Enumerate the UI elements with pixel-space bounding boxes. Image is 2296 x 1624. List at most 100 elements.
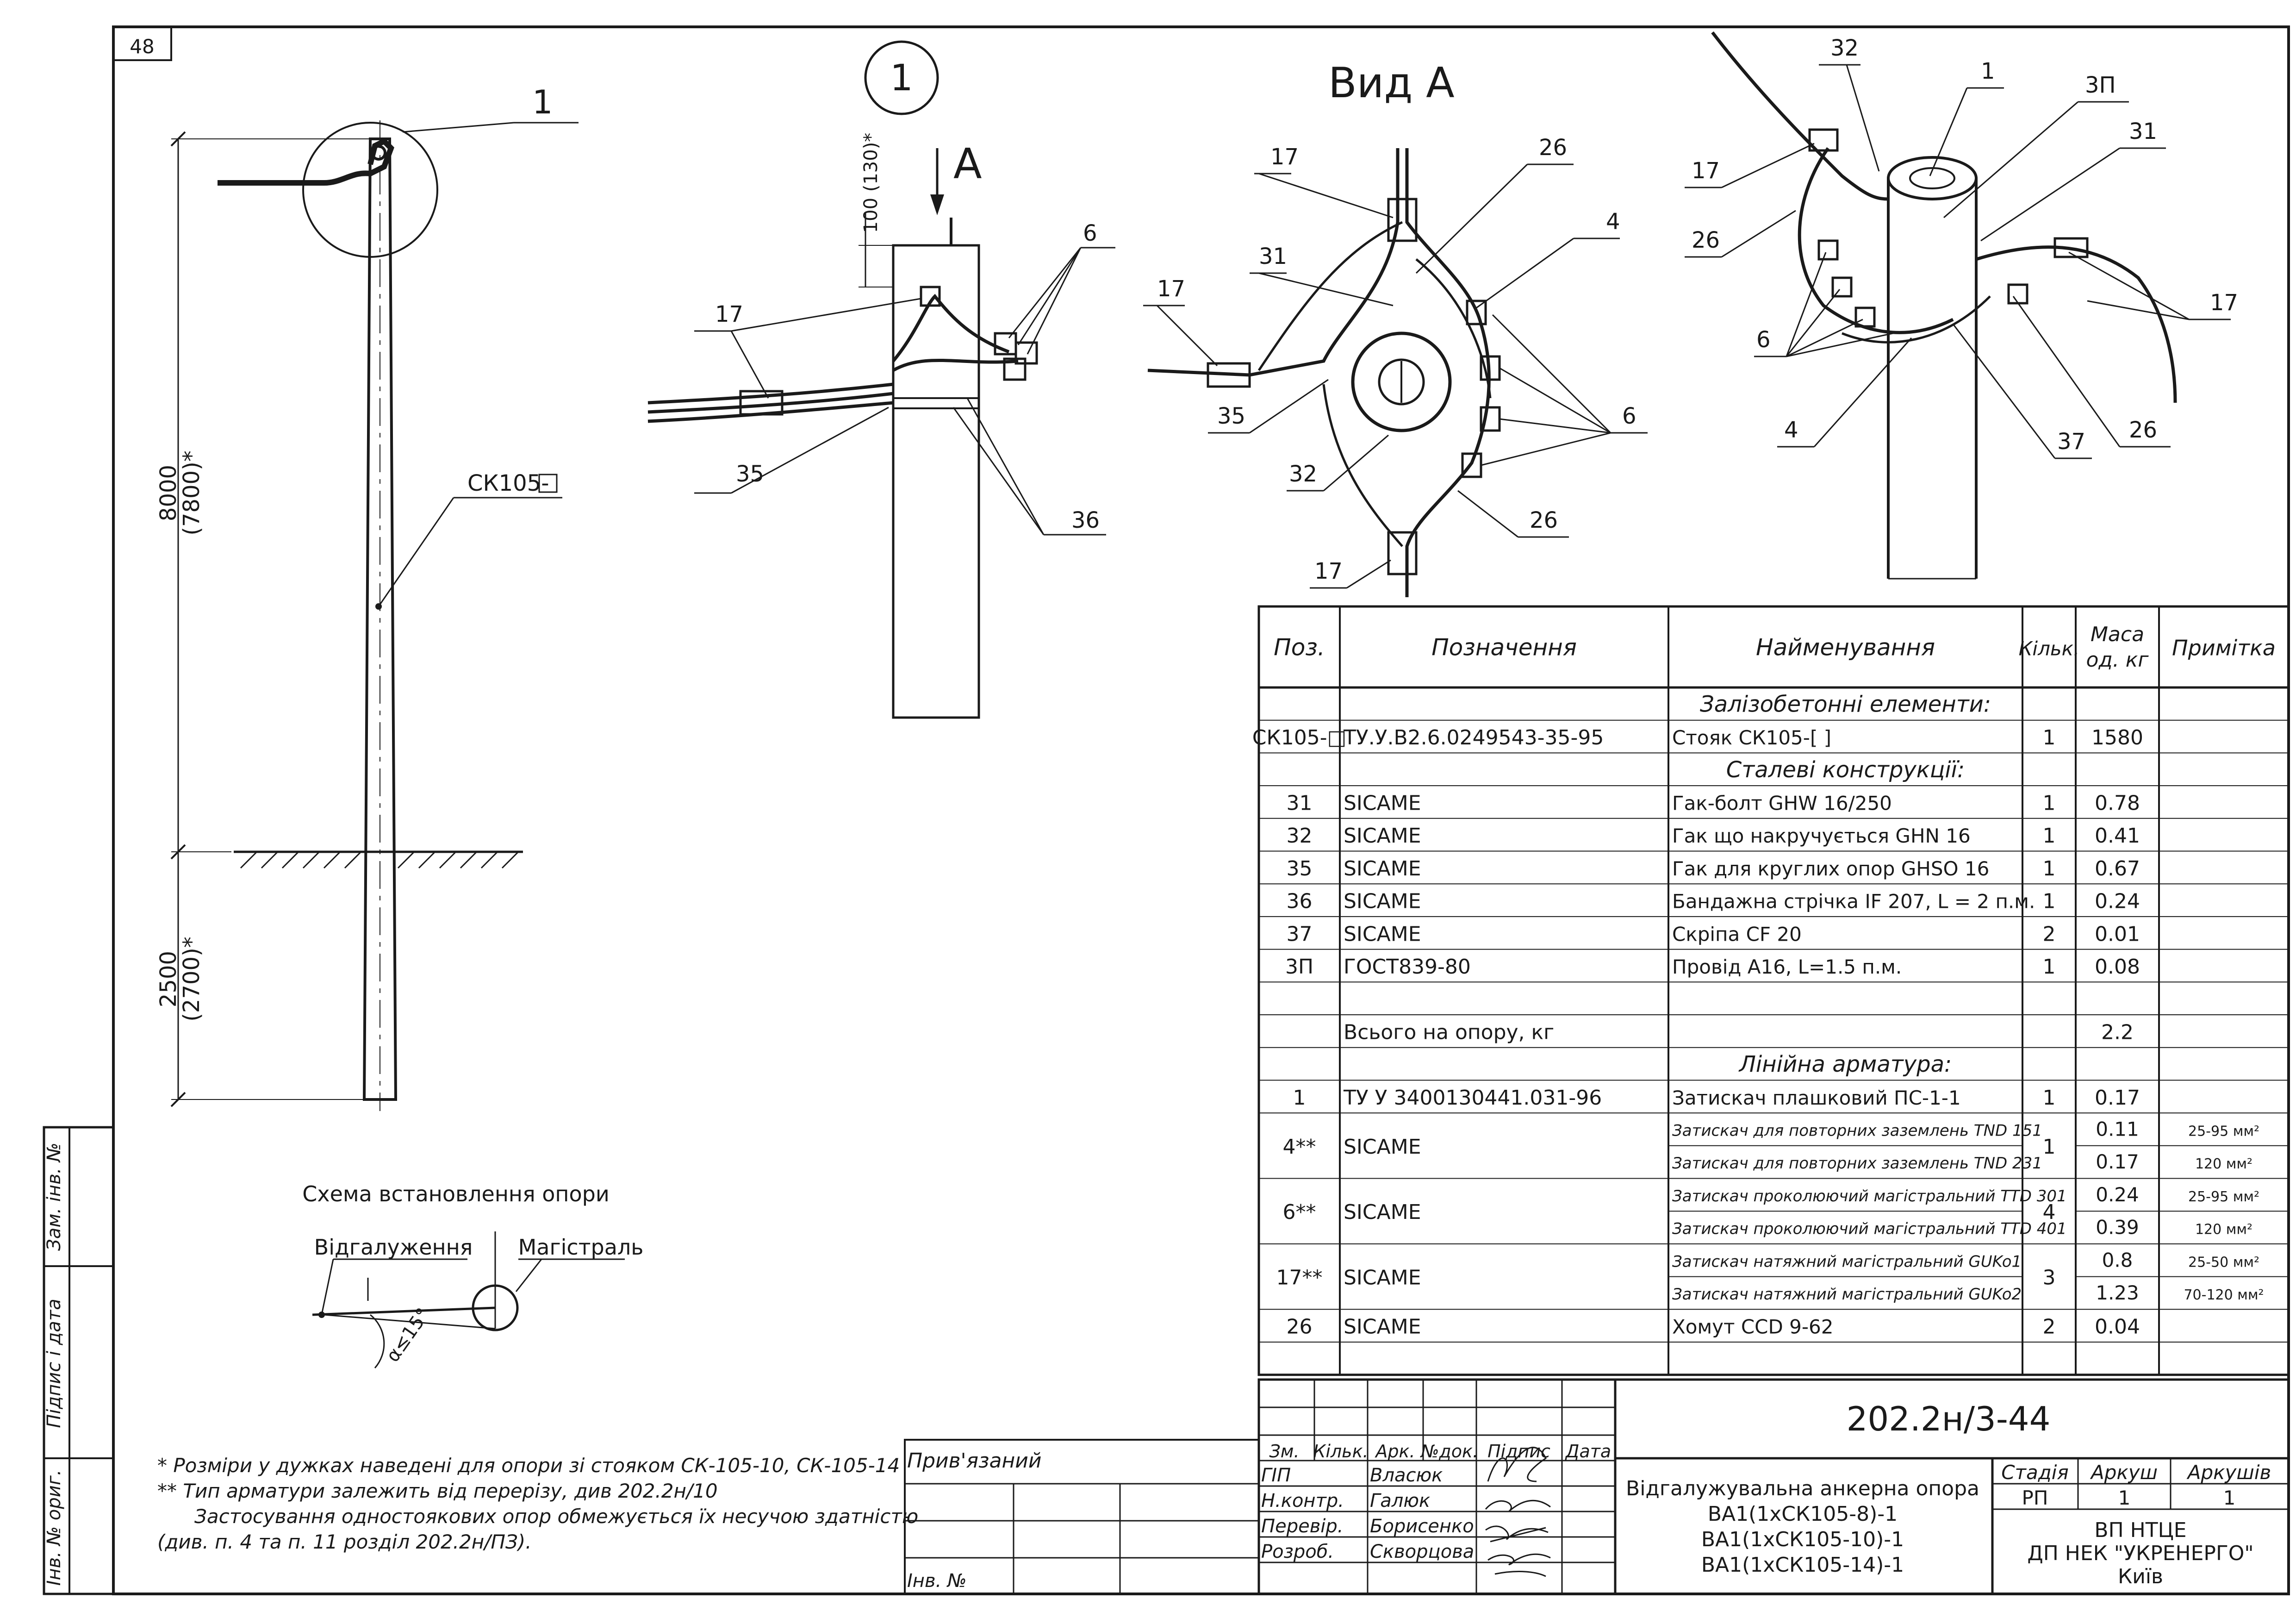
- dim-above-ground: 8000: [156, 465, 181, 521]
- table-cell-note: 120 мм²: [2195, 1222, 2252, 1238]
- table-cell-mass: 0.17: [2095, 1086, 2140, 1110]
- sheet-number: 48: [130, 35, 154, 58]
- table-header-mass: Маса: [2091, 623, 2144, 646]
- note-3: Застосування одностоякових опор обмежуєт…: [194, 1505, 918, 1528]
- strip-sign-date: Підпис і дата: [44, 1299, 65, 1428]
- org-line-3: Київ: [2118, 1565, 2163, 1588]
- table-cell-name: Затискач плашковий ПС-1-1: [1672, 1087, 1961, 1109]
- view-a: Вид А 17 26 4 31 17 35: [1143, 59, 1648, 597]
- dim-below-ground-alt: (2700)*: [179, 937, 205, 1022]
- table-cell-name: Скріпа CF 20: [1672, 923, 1802, 945]
- callout-17b-iso: 17: [2210, 290, 2238, 316]
- table-cell-mass: 2.2: [2101, 1020, 2134, 1044]
- table-header-mass-unit: од. кг: [2086, 648, 2149, 672]
- table-cell-qty: 1: [2043, 1135, 2056, 1159]
- table-cell-mass: 1580: [2091, 726, 2143, 750]
- callout-17c-viewa: 17: [1314, 558, 1343, 584]
- table-cell-code: SICAME: [1344, 857, 1421, 881]
- table-cell-name: Затискач проколюючий магістральний TTD 3…: [1672, 1187, 2067, 1206]
- pole-side-view: 1 8000 (7800)* 2500 (2700)* СК105-: [156, 83, 579, 1111]
- title-line-1: Відгалужувальна анкерна опора: [1626, 1477, 1979, 1500]
- dim-hook-offset: 100 (130)*: [860, 133, 882, 233]
- table-cell-qty: 3: [2043, 1266, 2056, 1290]
- table-header-qty: Кільк.: [2019, 637, 2080, 660]
- callout-6-viewa: 6: [1622, 403, 1636, 429]
- table-header-pos: Поз.: [1274, 634, 1325, 661]
- sheet-number-box: [112, 26, 172, 61]
- table-section-title: Залізобетонні елементи:: [1700, 691, 1991, 717]
- stage-value: РП: [2022, 1487, 2048, 1509]
- detail-circle-1: [302, 122, 438, 258]
- pole-front-view: 1 А 100 (130)* 6 17 35: [647, 40, 1115, 719]
- table-cell-name: Провід А16, L=1.5 п.м.: [1672, 956, 1902, 978]
- table-cell-code: ГОСТ839-80: [1344, 955, 1471, 979]
- table-cell-qty: 1: [2043, 824, 2056, 848]
- table-cell-qty: 4: [2043, 1200, 2056, 1224]
- col-header-signature: Підпис: [1487, 1441, 1550, 1462]
- table-cell-qty: 1: [2043, 890, 2056, 913]
- scheme-title: Схема встановлення опори: [302, 1181, 609, 1206]
- table-cell-code: SICAME: [1344, 824, 1421, 848]
- table-cell-code: SICAME: [1344, 922, 1421, 946]
- table-cell-code: ТУ У 3400130441.031-96: [1343, 1086, 1602, 1110]
- table-cell-code: Всього на опору, кг: [1344, 1020, 1554, 1044]
- table-cell-mass: 0.11: [2096, 1118, 2139, 1140]
- table-cell-pos: 1: [1293, 1086, 1306, 1110]
- table-cell-name: Гак для круглих опор GHSO 16: [1672, 857, 1989, 880]
- table-cell-note: 120 мм²: [2195, 1156, 2252, 1172]
- table-cell-qty: 2: [2043, 922, 2056, 946]
- table-cell-mass: 0.24: [2096, 1183, 2139, 1206]
- callout-35-viewa: 35: [1217, 403, 1245, 429]
- title-line-2: ВА1(1хСК105-8)-1: [1708, 1502, 1898, 1526]
- dim-below-ground: 2500: [156, 951, 181, 1007]
- callout-35-front: 35: [736, 461, 764, 487]
- callout-26b-viewa: 26: [1530, 507, 1558, 533]
- table-cell-code: SICAME: [1344, 1200, 1421, 1224]
- table-cell-qty: 1: [2043, 955, 2056, 979]
- table-cell-note: 25-50 мм²: [2188, 1254, 2259, 1270]
- table-cell-name: Гак що накручується GHN 16: [1672, 824, 1971, 847]
- col-header-change: Зм.: [1269, 1441, 1299, 1462]
- role-checked: Перевір.: [1261, 1516, 1343, 1537]
- table-cell-qty: 2: [2043, 1315, 2056, 1339]
- table-cell-mass: 0.67: [2095, 857, 2140, 881]
- table-cell-pos: 37: [1287, 922, 1313, 946]
- table-cell-mass: 1.23: [2096, 1281, 2139, 1304]
- table-cell-code: SICAME: [1344, 791, 1421, 815]
- table-cell-pos: 6**: [1283, 1200, 1316, 1224]
- callout-31-iso: 31: [2129, 119, 2157, 144]
- document-code: 202.2н/3-44: [1847, 1399, 2051, 1438]
- table-cell-name: Затискач для повторних заземлень TND 151: [1672, 1121, 2042, 1140]
- scheme-branch-label: Відгалуження: [314, 1235, 473, 1260]
- name-gip: Власюк: [1370, 1465, 1443, 1486]
- table-cell-qty: 1: [2043, 791, 2056, 815]
- view-arrow-label: А: [953, 140, 982, 188]
- table-cell-pos: 36: [1287, 890, 1313, 913]
- col-header-doc: №док.: [1420, 1441, 1478, 1462]
- pole-mark-label: СК105-: [467, 470, 549, 496]
- title-block: Прив'язаний Інв. № Зм. Кільк. Арк.: [904, 1378, 2290, 1595]
- callout-36-front: 36: [1071, 507, 1100, 533]
- role-norm-control: Н.контр.: [1261, 1490, 1344, 1512]
- callout-17b-viewa: 17: [1157, 276, 1185, 302]
- callout-26a-viewa: 26: [1539, 135, 1567, 161]
- strip-orig-inv: Інв. № ориг.: [44, 1470, 65, 1586]
- table-cell-pos: 31: [1287, 791, 1313, 815]
- sheets-value: 1: [2223, 1487, 2236, 1509]
- sheet-value: 1: [2118, 1487, 2131, 1509]
- title-line-3: ВА1(1хСК105-10)-1: [1701, 1528, 1904, 1551]
- table-cell-pos: 4**: [1283, 1135, 1316, 1159]
- col-header-sheet: Арк.: [1374, 1441, 1415, 1462]
- callout-1-side: 1: [532, 83, 553, 121]
- callout-26a-iso: 26: [1692, 227, 1720, 253]
- stage-label: Стадія: [2001, 1461, 2069, 1484]
- table-cell-note: 25-95 мм²: [2188, 1189, 2259, 1205]
- table-cell-pos: 3П: [1285, 955, 1313, 979]
- sheet-label: Аркуш: [2090, 1461, 2158, 1484]
- org-line-2: ДП НЕК "УКРЕНЕРГО": [2027, 1542, 2253, 1565]
- sheets-label: Аркушів: [2186, 1461, 2271, 1484]
- table-cell-name: Затискач проколюючий магістральний TTD 4…: [1672, 1220, 2067, 1238]
- org-line-1: ВП НТЦЕ: [2094, 1518, 2186, 1542]
- table-cell-qty: 1: [2043, 726, 2056, 750]
- name-checked: Борисенко: [1370, 1516, 1474, 1537]
